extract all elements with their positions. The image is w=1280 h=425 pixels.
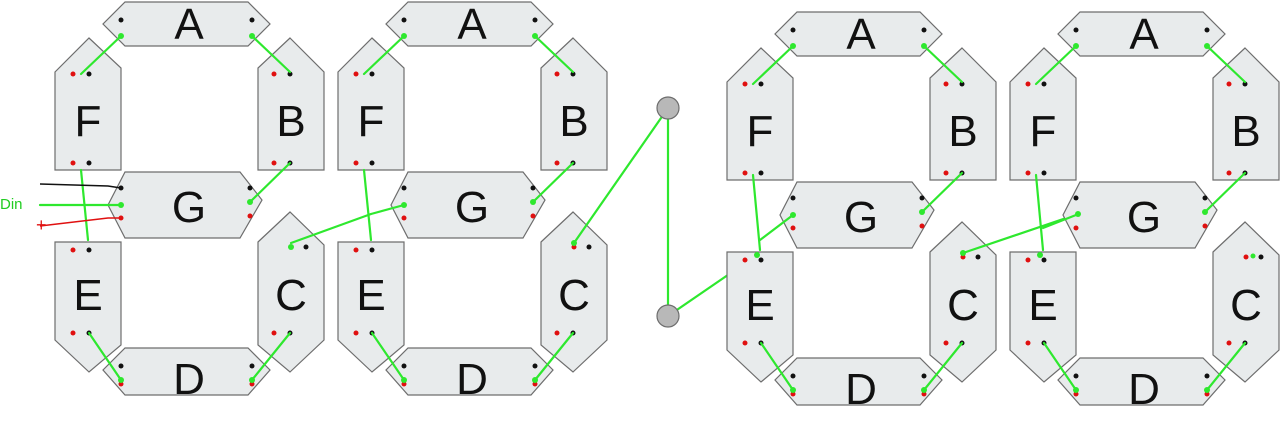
segment-d-label: D	[845, 365, 877, 414]
segment-b-label: B	[1231, 107, 1260, 156]
power-wire	[39, 217, 121, 227]
segment-f-label: F	[1030, 107, 1057, 156]
segment-c: C	[257, 211, 325, 373]
segment-a-label: A	[846, 10, 876, 59]
segment-e-label: E	[356, 271, 385, 320]
bend-point-top	[656, 96, 680, 120]
digit-4-wiring	[1034, 43, 1256, 393]
segment-f: F	[726, 47, 794, 181]
segment-g-label: G	[844, 193, 878, 242]
segment-d: D	[385, 347, 554, 404]
jumper-digit3-digit4	[961, 212, 1080, 255]
digit-3: A F B G E C D	[726, 10, 997, 414]
segment-e-label: E	[1028, 281, 1057, 330]
segment-g: G	[779, 181, 935, 249]
segment-f-label: F	[358, 97, 385, 146]
segment-c-label: C	[275, 271, 307, 320]
segment-f-label: F	[75, 97, 102, 146]
ground-wire	[39, 183, 122, 189]
segment-f: F	[337, 37, 405, 171]
segment-d-label: D	[173, 355, 205, 404]
segment-d: D	[774, 357, 943, 414]
segment-e-label: E	[73, 271, 102, 320]
jumper-digit1-digit2	[289, 212, 373, 245]
segment-e: E	[54, 241, 122, 373]
digit-2: A F B G E C D	[337, 0, 608, 404]
segment-b-label: B	[948, 107, 977, 156]
segment-b: B	[929, 47, 997, 181]
segment-g-label: G	[455, 183, 489, 232]
segment-a-label: A	[1129, 10, 1159, 59]
segment-g-label: G	[1127, 193, 1161, 242]
segment-d: D	[102, 347, 271, 404]
segment-a-label: A	[457, 0, 487, 49]
segment-c-label: C	[558, 271, 590, 320]
segment-g: G	[390, 171, 546, 239]
jumper-digit2-digit3	[572, 96, 759, 328]
segment-e-label: E	[745, 281, 774, 330]
digit-1: A F B G E C D	[0, 0, 325, 404]
segment-b: B	[1212, 47, 1280, 181]
segment-b-label: B	[559, 97, 588, 146]
power-label: +	[36, 215, 47, 235]
segment-f-label: F	[747, 107, 774, 156]
digit-4: A F B G E C D	[1009, 10, 1280, 414]
digit-2-wiring	[362, 33, 577, 383]
segment-d-label: D	[456, 355, 488, 404]
segment-a: A	[385, 0, 554, 49]
segment-f: F	[54, 37, 122, 171]
segment-g: G	[107, 171, 263, 239]
segment-e: E	[1009, 251, 1077, 383]
segment-d: D	[1057, 357, 1226, 414]
segment-e: E	[337, 241, 405, 373]
digit-1-wiring: Din +	[0, 33, 294, 383]
segment-c: C	[1212, 221, 1280, 383]
segment-d-label: D	[1128, 365, 1160, 414]
segment-b: B	[257, 37, 325, 171]
segment-f: F	[1009, 47, 1077, 181]
digit-3-wiring	[751, 43, 966, 393]
segment-c-label: C	[1230, 281, 1262, 330]
segment-g: G	[1062, 181, 1218, 249]
segment-b-label: B	[276, 97, 305, 146]
bend-point-bottom	[656, 304, 680, 328]
segment-a: A	[1057, 10, 1226, 59]
segment-c-label: C	[947, 281, 979, 330]
data-in-label: Din	[0, 196, 23, 213]
segment-a: A	[102, 0, 271, 49]
digit-2-pins	[353, 17, 592, 387]
segment-a: A	[774, 10, 943, 59]
segment-b: B	[540, 37, 608, 171]
segment-a-label: A	[174, 0, 204, 49]
segment-g-label: G	[172, 183, 206, 232]
segment-e: E	[726, 251, 794, 383]
segment-c: C	[540, 211, 608, 373]
digit-4-pins	[1025, 27, 1264, 397]
